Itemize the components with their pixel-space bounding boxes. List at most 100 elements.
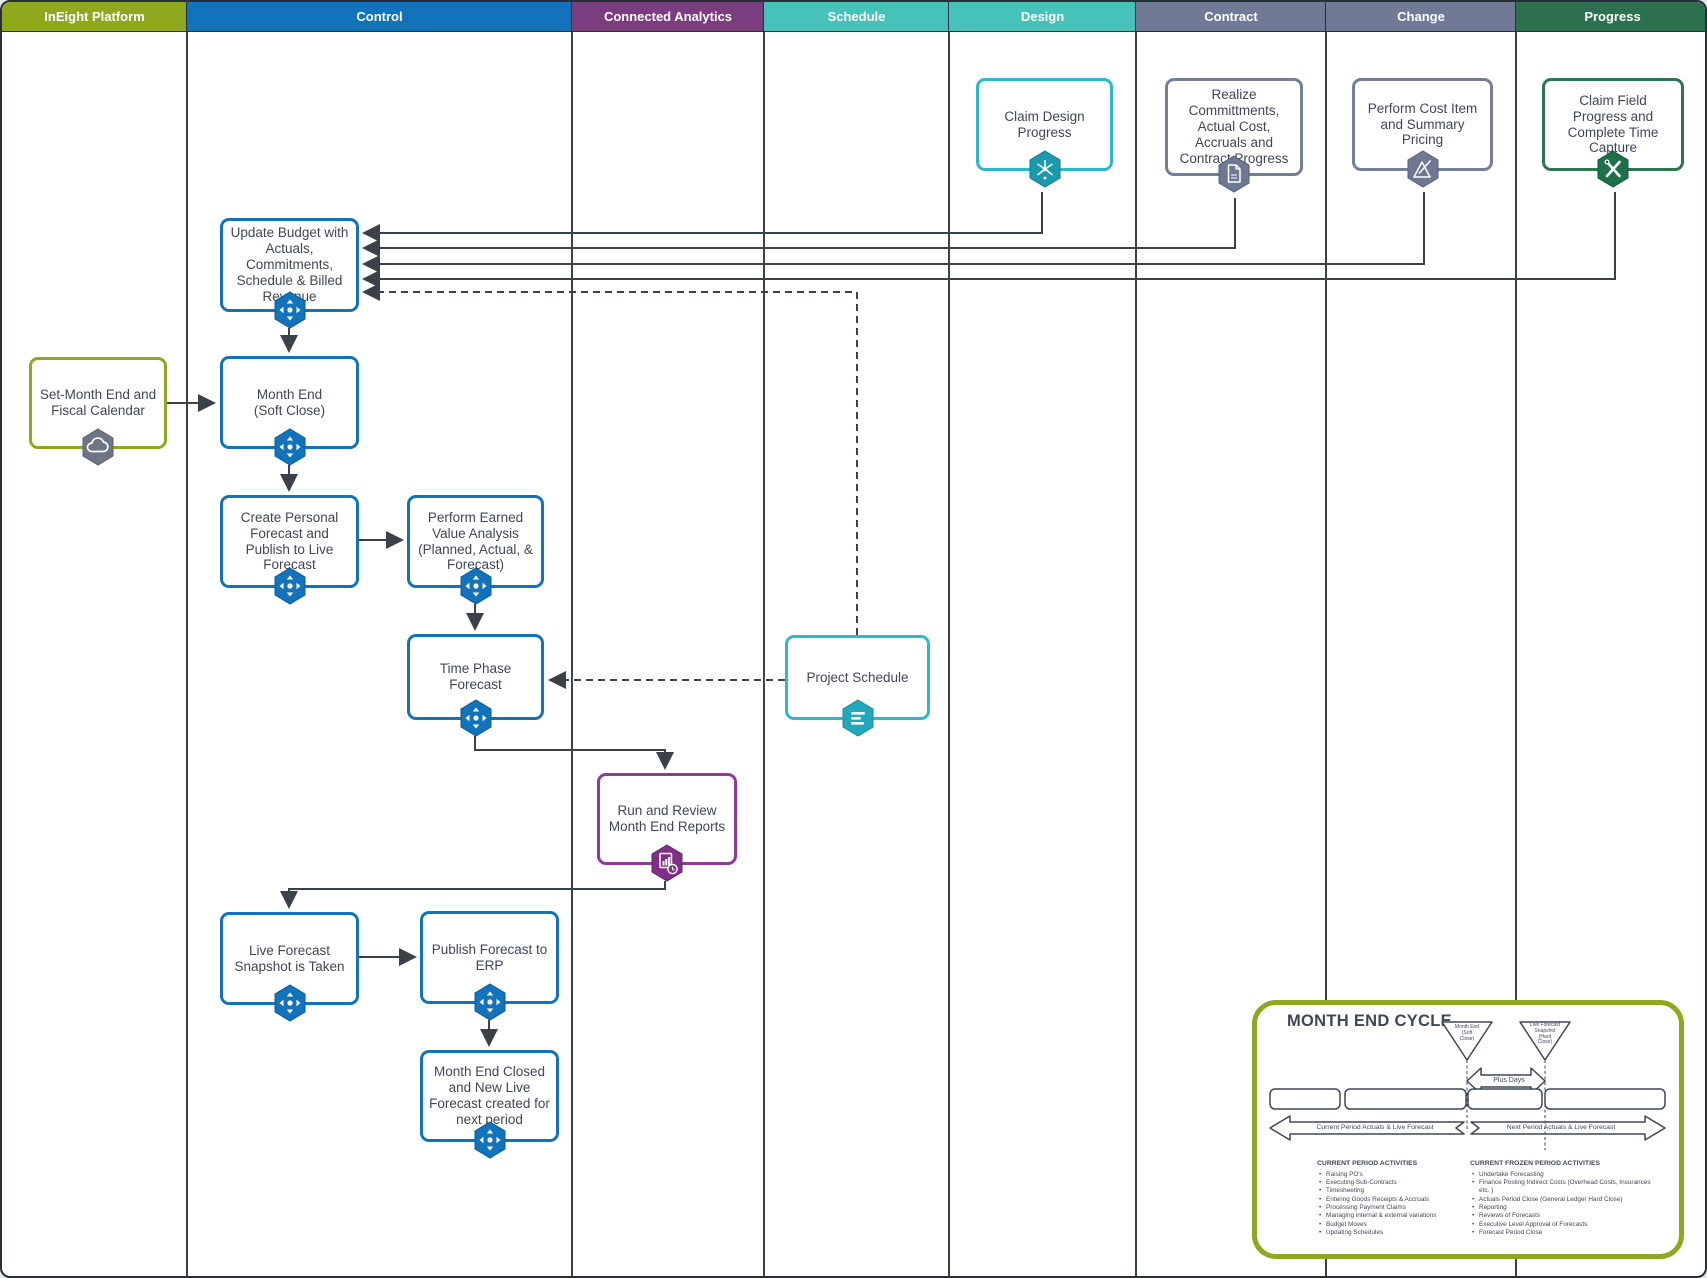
node-run-review-reports: Run and Review Month End Reports bbox=[597, 773, 737, 882]
list-item: Timesheeting bbox=[1317, 1187, 1465, 1196]
connector-change-to-updatebudget bbox=[362, 192, 1425, 273]
lane-header-change: Change bbox=[1325, 2, 1517, 32]
list-item: Processing Payment Claims bbox=[1317, 1204, 1465, 1213]
node-label: Claim Design Progress bbox=[1004, 108, 1085, 140]
node-label: Update Budget with Actuals, Commitments,… bbox=[230, 225, 349, 304]
lane-header-label: Progress bbox=[1584, 9, 1641, 24]
node-perform-cost-item: Perform Cost Item and Summary Pricing bbox=[1352, 78, 1493, 188]
timeline-segment bbox=[1544, 1088, 1666, 1110]
node-realize-commitments: Realize Committments, Actual Cost, Accru… bbox=[1165, 78, 1303, 193]
lane-header-ineight-platform: InEight Platform bbox=[2, 2, 188, 32]
node-label: Live Forecast Snapshot is Taken bbox=[234, 942, 345, 974]
node-label: Month End Closed and New Live Forecast c… bbox=[429, 1064, 550, 1127]
list-item: Entering Goods Receipts & Accruals bbox=[1317, 1196, 1465, 1205]
node-label: Claim Field Progress and Complete Time C… bbox=[1567, 92, 1659, 156]
schedule-list-icon bbox=[842, 699, 873, 737]
lane-header-contract: Contract bbox=[1135, 2, 1327, 32]
report-clock-icon bbox=[651, 844, 683, 882]
node-label: Set-Month End and Fiscal Calendar bbox=[39, 387, 157, 418]
plus-days-label: Plus Days bbox=[1493, 1077, 1525, 1084]
list-item: Forecast Period Close bbox=[1470, 1229, 1655, 1238]
lane-header-design: Design bbox=[948, 2, 1137, 32]
list-item: Updating Schedules bbox=[1317, 1229, 1465, 1238]
list-item: Finance Posting Indirect Costs (Overhead… bbox=[1470, 1179, 1655, 1196]
lane-header-schedule: Schedule bbox=[763, 2, 950, 32]
hard-close-triangle-label: Live Forecast Snapshot (Hard Close) bbox=[1529, 1022, 1560, 1046]
move-crosshair-icon bbox=[274, 567, 305, 605]
node-live-forecast-snapshot: Live Forecast Snapshot is Taken bbox=[220, 912, 359, 1022]
lane-header-label: Control bbox=[356, 9, 403, 24]
lane-header-label: Contract bbox=[1204, 9, 1258, 24]
connector-timephase-to-runreview bbox=[474, 736, 674, 770]
list-item: Managing internal & external variations bbox=[1317, 1212, 1465, 1221]
node-label: Time Phase Forecast bbox=[439, 661, 512, 692]
list-item: Undertake Forecasting bbox=[1470, 1171, 1655, 1180]
lane-header-label: Change bbox=[1397, 9, 1445, 24]
node-label: Publish Forecast to ERP bbox=[431, 941, 548, 973]
node-label: Create Personal Forecast and Publish to … bbox=[240, 509, 339, 573]
connector-design-to-updatebudget bbox=[362, 192, 1043, 242]
inset-title: MONTH END CYCLE bbox=[1287, 1012, 1452, 1030]
timeline-segment bbox=[1467, 1088, 1543, 1110]
connector-contract-to-updatebudget bbox=[362, 198, 1236, 257]
node-label: Run and Review Month End Reports bbox=[608, 803, 726, 834]
lane-header-progress: Progress bbox=[1515, 2, 1705, 32]
node-claim-field-progress: Claim Field Progress and Complete Time C… bbox=[1542, 78, 1684, 188]
move-crosshair-icon bbox=[460, 699, 491, 737]
list-item: Reviews of Forecasts bbox=[1470, 1212, 1655, 1221]
contract-document-icon bbox=[1218, 155, 1250, 193]
cloud-icon bbox=[82, 428, 114, 466]
node-month-end-soft-close: Month End (Soft Close) bbox=[220, 356, 359, 466]
soft-close-triangle-label: Month End (Soft Close) bbox=[1454, 1024, 1480, 1042]
node-label: Perform Cost Item and Summary Pricing bbox=[1367, 100, 1478, 148]
month-end-cycle-inset: MONTH END CYCLE Month End (Soft Close) L… bbox=[1252, 1000, 1684, 1259]
node-label: Realize Committments, Actual Cost, Accru… bbox=[1179, 87, 1289, 166]
node-label: Perform Earned Value Analysis (Planned, … bbox=[418, 509, 533, 573]
lane-header-label: Connected Analytics bbox=[603, 9, 733, 24]
frozen-period-activities-list: CURRENT FROZEN PERIOD ACTIVITIES Underta… bbox=[1470, 1160, 1655, 1238]
timeline-segment bbox=[1269, 1088, 1341, 1110]
lane-header-connected-analytics: Connected Analytics bbox=[571, 2, 765, 32]
connector-progress-to-updatebudget bbox=[362, 192, 1616, 288]
next-period-arrow bbox=[1470, 1115, 1666, 1141]
move-crosshair-icon bbox=[274, 428, 305, 466]
list-item: Reporting bbox=[1470, 1204, 1655, 1213]
node-month-end-closed: Month End Closed and New Live Forecast c… bbox=[420, 1050, 559, 1159]
move-crosshair-icon bbox=[274, 291, 305, 329]
node-set-month-end: Set-Month End and Fiscal Calendar bbox=[29, 357, 167, 466]
timeline-segment bbox=[1344, 1088, 1467, 1110]
current-period-activities-list: CURRENT PERIOD ACTIVITIES Raising PO's E… bbox=[1317, 1160, 1465, 1238]
node-label: Project Schedule bbox=[806, 669, 909, 685]
node-label: Month End (Soft Close) bbox=[253, 386, 326, 418]
current-period-arrow bbox=[1269, 1115, 1465, 1141]
connector-runreview-to-livesnapshot bbox=[280, 881, 666, 909]
lane-header-control: Control bbox=[186, 2, 573, 32]
node-update-budget: Update Budget with Actuals, Commitments,… bbox=[220, 218, 359, 329]
node-create-personal-forecast: Create Personal Forecast and Publish to … bbox=[220, 495, 359, 605]
list-item: Budget Moves bbox=[1317, 1221, 1465, 1230]
list-title: CURRENT PERIOD ACTIVITIES bbox=[1317, 1160, 1418, 1167]
hard-close-triangle bbox=[1519, 1021, 1571, 1061]
move-crosshair-icon bbox=[460, 567, 491, 605]
crossed-tools-icon bbox=[1597, 150, 1629, 188]
list-title: CURRENT FROZEN PERIOD ACTIVITIES bbox=[1470, 1160, 1601, 1167]
list-item: Actuals Period Close (General Ledger Har… bbox=[1470, 1196, 1655, 1205]
move-crosshair-icon bbox=[474, 1121, 505, 1159]
lane-header-label: InEight Platform bbox=[44, 9, 145, 24]
node-time-phase-forecast: Time Phase Forecast bbox=[407, 634, 544, 737]
change-delta-icon bbox=[1407, 150, 1438, 188]
node-publish-forecast-erp: Publish Forecast to ERP bbox=[420, 911, 559, 1021]
list-item: Executing Sub-Contracts bbox=[1317, 1179, 1465, 1188]
next-period-arrow-label: Next Period Actuals & Live Forecast bbox=[1506, 1124, 1616, 1131]
design-node-icon bbox=[1029, 150, 1060, 188]
list-item: Raising PO's bbox=[1317, 1171, 1465, 1180]
move-crosshair-icon bbox=[274, 984, 305, 1022]
node-claim-design-progress: Claim Design Progress bbox=[976, 78, 1113, 188]
lane-header-label: Schedule bbox=[827, 9, 886, 24]
node-project-schedule: Project Schedule bbox=[785, 635, 930, 737]
current-period-arrow-label: Current Period Actuals & Live Forecast bbox=[1316, 1124, 1434, 1131]
soft-close-triangle bbox=[1441, 1021, 1493, 1061]
node-perform-earned-value: Perform Earned Value Analysis (Planned, … bbox=[407, 495, 544, 605]
month-end-cycle-graphic bbox=[1269, 1021, 1666, 1150]
